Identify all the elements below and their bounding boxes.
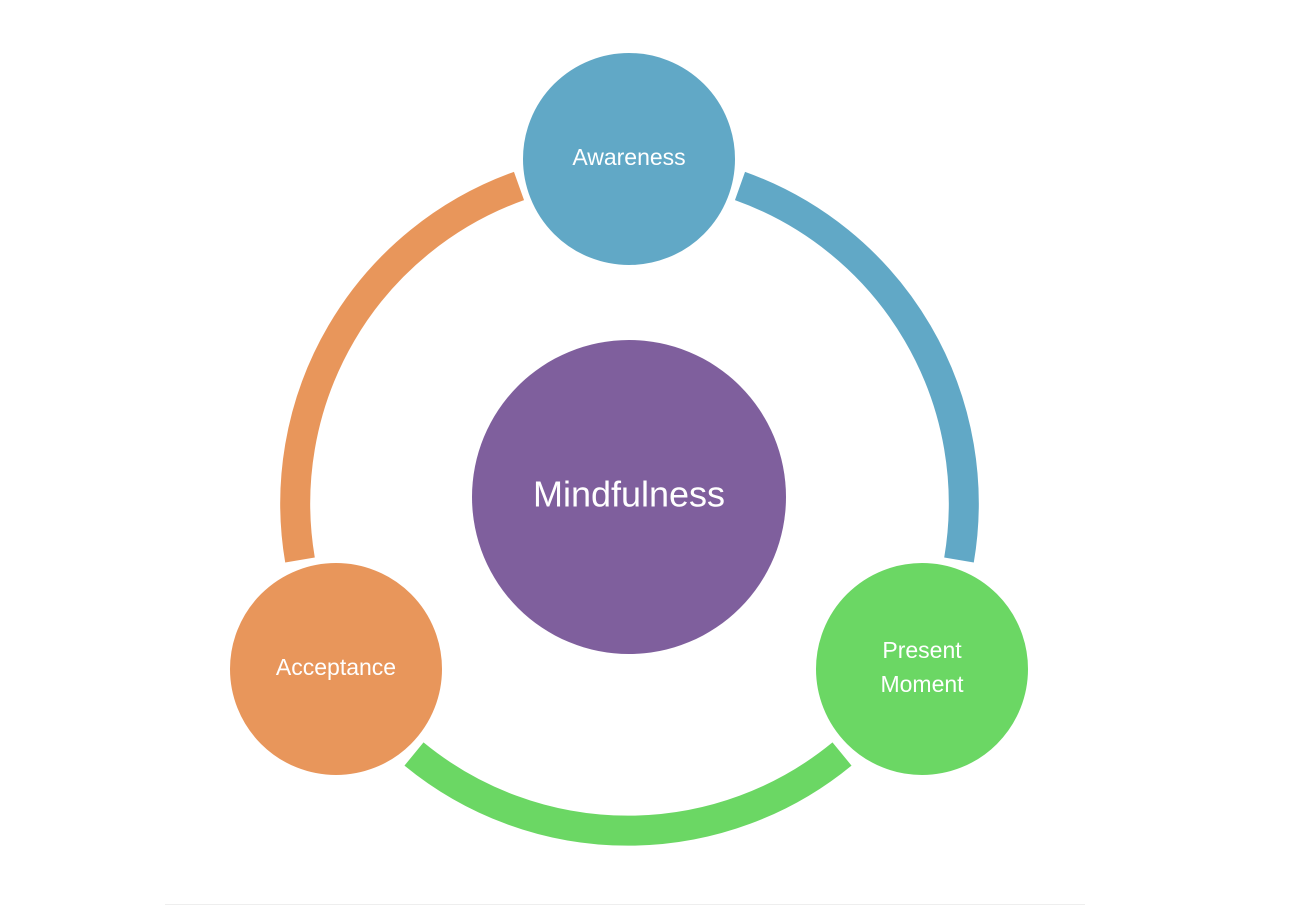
arc-awareness-to-present-moment <box>734 171 979 563</box>
center-circle <box>472 340 786 654</box>
arc-acceptance-to-awareness <box>280 171 525 563</box>
node-acceptance: Acceptance <box>224 557 448 781</box>
node-label-acceptance: Acceptance <box>276 654 396 680</box>
node-label-awareness: Awareness <box>572 144 685 170</box>
arc-present-moment-to-acceptance <box>404 742 852 846</box>
node-awareness: Awareness <box>517 47 741 271</box>
node-circle-present-moment <box>810 557 1034 781</box>
node-circle-acceptance <box>224 557 448 781</box>
node-label-present-moment-line2: Moment <box>880 671 964 697</box>
center-label: Mindfulness <box>533 474 725 515</box>
node-label-present-moment-line1: Present <box>882 637 962 663</box>
center-node-mindfulness: Mindfulness <box>472 340 786 654</box>
bottom-divider <box>165 904 1085 905</box>
node-present-moment: Present Moment <box>810 557 1034 781</box>
node-circle-awareness <box>517 47 741 271</box>
